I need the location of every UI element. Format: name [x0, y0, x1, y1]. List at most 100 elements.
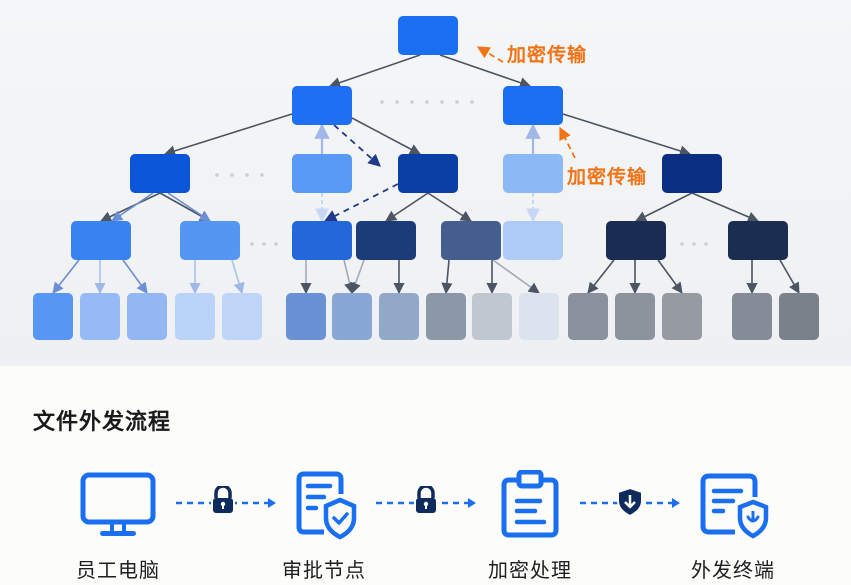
hierarchy-diagram: 加密传输 加密传输 [0, 0, 851, 366]
tree-node-l4-11[interactable] [519, 293, 559, 340]
tree-edge-15 [634, 192, 693, 222]
ellipsis-dot [250, 242, 254, 246]
leaf-edge-7 [350, 259, 365, 295]
tree-node-l3-g[interactable] [606, 221, 666, 260]
tree-node-l4-14[interactable] [662, 293, 702, 340]
tree-node-l2-c[interactable] [398, 154, 458, 193]
ellipsis-dot [245, 173, 249, 177]
flow-step-label: 加密处理 [488, 558, 572, 582]
flow-step-label: 审批节点 [282, 558, 366, 582]
tree-node-l3-f[interactable] [503, 221, 563, 260]
tree-edge-8 [99, 192, 161, 222]
leaf-edge-16 [779, 259, 800, 294]
file-outbound-flow: 文件外发流程 员工电脑 [0, 366, 851, 585]
tree-node-l1-b[interactable] [503, 86, 563, 125]
clipboard-icon [490, 469, 570, 540]
tree-node-l4-5[interactable] [222, 293, 262, 340]
tree-node-l4-16[interactable] [779, 293, 819, 340]
flow-step-outbound-terminal[interactable]: 外发终端 [673, 470, 793, 583]
tree-node-root[interactable] [398, 16, 458, 55]
leaf-edge-4 [231, 259, 245, 295]
ellipsis-dot [455, 100, 459, 104]
flow-connector-1 [176, 484, 276, 516]
tree-svg [33, 16, 819, 340]
tree-edge-13 [427, 192, 472, 222]
document-shield-check-icon [284, 470, 364, 540]
lock-icon [211, 484, 235, 515]
tree-edge-11 [323, 183, 399, 222]
ellipsis-dot [260, 173, 264, 177]
tree-edge-2 [163, 113, 293, 157]
tree-edge-l2a-l3a [111, 192, 154, 222]
tree-edge-l2a-l3b [167, 192, 211, 222]
flow-step-approval-node[interactable]: 审批节点 [264, 470, 384, 583]
tree-node-l3-b[interactable] [180, 221, 240, 260]
tree-node-l2-a[interactable] [130, 154, 190, 193]
leaf-edge-2 [122, 259, 148, 294]
tree-node-l4-7[interactable] [332, 293, 372, 340]
tree-edge-12 [385, 192, 429, 222]
leaf-edge-11 [492, 259, 540, 294]
lock-icon [414, 484, 438, 515]
ellipsis-dot [425, 100, 429, 104]
tree-node-l3-d[interactable] [356, 221, 416, 260]
tree-node-l3-a[interactable] [71, 221, 131, 260]
flow-step-encryption[interactable]: 加密处理 [470, 469, 590, 583]
tree-node-l4-15[interactable] [732, 293, 772, 340]
ellipsis-layer [215, 100, 708, 246]
leaf-edge-9 [441, 259, 453, 295]
tree-node-l4-9[interactable] [426, 293, 466, 340]
ellipsis-dot [274, 242, 278, 246]
encrypted-transfer-label-right: 加密传输 [567, 166, 648, 188]
leaf-edge-0 [52, 259, 80, 294]
ellipsis-dot [692, 242, 696, 246]
tree-node-l4-13[interactable] [615, 293, 655, 340]
ellipsis-dot [704, 242, 708, 246]
ellipsis-dot [215, 173, 219, 177]
leaf-edge-14 [657, 259, 683, 294]
tree-node-l4-8[interactable] [379, 293, 419, 340]
tree-node-l3-e[interactable] [441, 221, 501, 260]
flow-step-label: 员工电脑 [76, 558, 160, 582]
leaf-edge-6 [343, 259, 356, 295]
ellipsis-dot [395, 100, 399, 104]
leaf-edge-12 [587, 259, 615, 294]
tree-node-l4-12[interactable] [568, 293, 608, 340]
flow-connector-2 [376, 484, 476, 516]
encrypted-transfer-label-top: 加密传输 [507, 44, 588, 66]
ellipsis-dot [262, 242, 266, 246]
tree-node-l3-c[interactable] [292, 221, 352, 260]
tree-node-l4-1[interactable] [33, 293, 73, 340]
ellipsis-dot [380, 100, 384, 104]
encrypted-transfer-arrow-top [476, 46, 504, 63]
tree-edge-0 [328, 54, 421, 89]
tree-edge-16 [691, 192, 760, 223]
tree-node-l4-4[interactable] [175, 293, 215, 340]
shield-download-icon [617, 486, 643, 518]
flow-step-employee-pc[interactable]: 员工电脑 [58, 470, 178, 583]
encrypted-transfer-arrow-right [559, 126, 576, 159]
tree-node-l2-d[interactable] [503, 154, 563, 193]
flow-connector-3 [580, 486, 680, 518]
tree-node-l2-e[interactable] [662, 154, 722, 193]
tree-edge-7 [562, 113, 692, 157]
nodes-layer [33, 16, 819, 340]
tree-node-l1-a[interactable] [292, 86, 352, 125]
ellipsis-dot [410, 100, 414, 104]
tree-edge-5 [351, 117, 421, 155]
tree-node-l4-3[interactable] [127, 293, 167, 340]
document-shield-download-icon [693, 470, 773, 540]
monitor-icon [78, 470, 158, 540]
tree-node-l4-6[interactable] [286, 293, 326, 340]
ellipsis-dot [230, 173, 234, 177]
tree-node-l2-b[interactable] [292, 154, 352, 193]
ellipsis-dot [470, 100, 474, 104]
edges-layer [52, 46, 800, 295]
ellipsis-dot [440, 100, 444, 104]
tree-edge-1 [439, 54, 532, 89]
tree-node-l4-2[interactable] [80, 293, 120, 340]
tree-node-l4-10[interactable] [472, 293, 512, 340]
ellipsis-dot [680, 242, 684, 246]
flow-title: 文件外发流程 [33, 410, 172, 435]
tree-node-l3-h[interactable] [728, 221, 788, 260]
